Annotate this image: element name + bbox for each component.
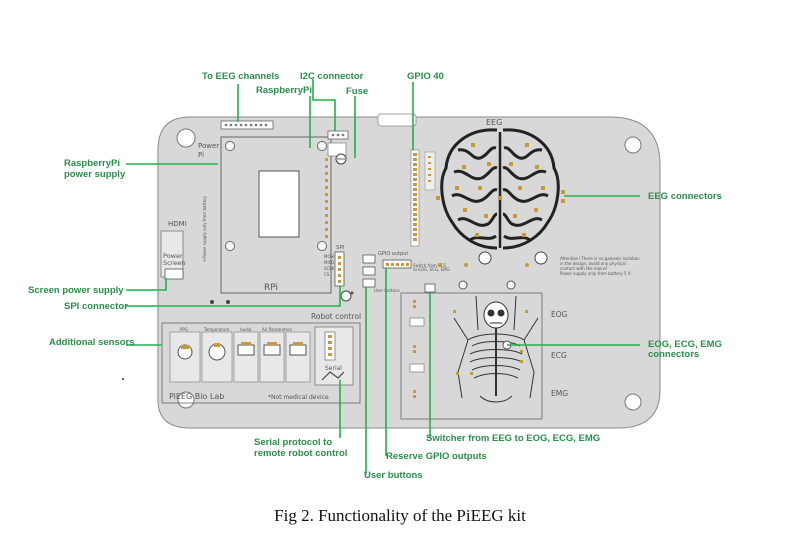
serial-label: Serial bbox=[325, 365, 342, 372]
mount-hole bbox=[177, 391, 195, 409]
callout-eog-ecg-emg-2: connectors bbox=[648, 349, 699, 360]
svg-text:Audio: Audio bbox=[240, 327, 252, 332]
brain-illustration bbox=[440, 128, 560, 250]
figure-caption: Fig 2. Functionality of the PiEEG kit bbox=[274, 506, 526, 525]
rpi-cutout bbox=[258, 170, 300, 238]
svg-text:+Power supply only from batter: +Power supply only from battery bbox=[202, 195, 207, 262]
rpi-footprint bbox=[220, 136, 332, 294]
robot-control-label: Robot control bbox=[311, 312, 361, 321]
callout-serial-protocol: Serial protocol to bbox=[254, 437, 332, 448]
callout-rpi-power-supply-2: power supply bbox=[64, 169, 126, 180]
callout-reserve-gpio: Reserve GPIO outputs bbox=[386, 451, 487, 462]
sensor-audio: Audio bbox=[233, 327, 259, 383]
user-button bbox=[362, 266, 376, 276]
sensor-temperature: Temperature bbox=[201, 327, 233, 383]
sensor-ppg: PPG bbox=[169, 327, 201, 383]
power-pi-label-2: Pi bbox=[198, 151, 204, 159]
svg-text:to EOG, ECG, EMG: to EOG, ECG, EMG bbox=[413, 267, 450, 272]
power-pi-label: Power bbox=[198, 142, 219, 150]
svg-text:Attention! There is no galvani: Attention! There is no galvanic isolatio… bbox=[560, 256, 640, 261]
user-button bbox=[362, 278, 376, 288]
svg-text:contact with the mains!: contact with the mains! bbox=[560, 266, 608, 271]
callout-i2c-connector: I2C connector bbox=[300, 71, 364, 82]
callout-to-eeg-channels: To EEG channels bbox=[202, 71, 279, 82]
svg-text:Temperature: Temperature bbox=[203, 327, 230, 332]
gpio-output-label: GPIO output bbox=[378, 251, 408, 257]
callout-eog-ecg-emg: EOG, ECG, EMG bbox=[648, 339, 722, 350]
eeg-board-label: EEG bbox=[486, 118, 502, 127]
skeleton-illustration bbox=[453, 295, 539, 403]
svg-text:User buttons: User buttons bbox=[374, 288, 400, 293]
svg-text:MISO: MISO bbox=[324, 260, 334, 265]
svg-text:SCLK: SCLK bbox=[324, 266, 335, 271]
not-medical-device: *Not medical device bbox=[268, 394, 329, 401]
callout-eeg-connectors: EEG connectors bbox=[648, 191, 722, 202]
mount-hole bbox=[176, 128, 196, 148]
callout-screen-power-supply: Screen power supply bbox=[28, 285, 124, 296]
mount-hole bbox=[624, 136, 642, 154]
callout-raspberrypi: RaspberryPi bbox=[256, 85, 312, 96]
rpi-label: RPi bbox=[264, 283, 278, 293]
callout-additional-sensors: Additional sensors bbox=[49, 337, 135, 348]
ecg-label: ECG bbox=[551, 351, 567, 360]
sensors-area bbox=[161, 322, 361, 404]
callout-lines bbox=[126, 79, 640, 474]
power-screen-label: Power bbox=[163, 252, 183, 260]
eeg-electrode-pads bbox=[436, 143, 565, 237]
callout-fuse: Fuse bbox=[346, 86, 368, 97]
eog-label: EOG bbox=[551, 310, 568, 319]
spi-label: SPI bbox=[336, 245, 345, 251]
bio-area bbox=[400, 292, 543, 420]
power-screen-label-2: Screen bbox=[163, 259, 185, 267]
switcher-component bbox=[424, 283, 436, 293]
sensor-air-parameters: Air Parameters bbox=[259, 327, 292, 383]
svg-text:PPG: PPG bbox=[180, 327, 188, 332]
hdmi-label: HDMI bbox=[168, 220, 187, 228]
emg-label: EMG bbox=[551, 389, 568, 398]
callout-user-buttons: User buttons bbox=[364, 470, 423, 481]
callout-switcher: Switcher from EEG to EOG, ECG, EMG bbox=[426, 433, 600, 444]
svg-text:CS: CS bbox=[324, 272, 330, 277]
gpio40-pins bbox=[413, 153, 417, 241]
board-brand: PiEEG Bio Lab bbox=[169, 392, 224, 401]
svg-text:in the design, avoid any physi: in the design, avoid any physical bbox=[560, 261, 626, 266]
callout-serial-protocol-2: remote robot control bbox=[254, 448, 347, 459]
user-button bbox=[362, 254, 376, 264]
callout-gpio40: GPIO 40 bbox=[407, 71, 444, 82]
svg-text:Power supply only from battery: Power supply only from battery 5 V bbox=[560, 271, 631, 276]
screen-power-connector bbox=[164, 268, 184, 280]
svg-text:Switch from ECG: Switch from ECG bbox=[413, 263, 447, 268]
svg-text:Air Parameters: Air Parameters bbox=[262, 327, 292, 332]
callout-spi-connector: SPI connector bbox=[64, 301, 128, 312]
sensor-air-temp-humidity bbox=[285, 331, 311, 383]
mount-hole bbox=[624, 393, 642, 411]
callout-rpi-power-supply: RaspberryPi bbox=[64, 158, 120, 169]
eeg-channels-header-pins bbox=[224, 123, 268, 127]
svg-text:MOSI: MOSI bbox=[324, 254, 334, 259]
